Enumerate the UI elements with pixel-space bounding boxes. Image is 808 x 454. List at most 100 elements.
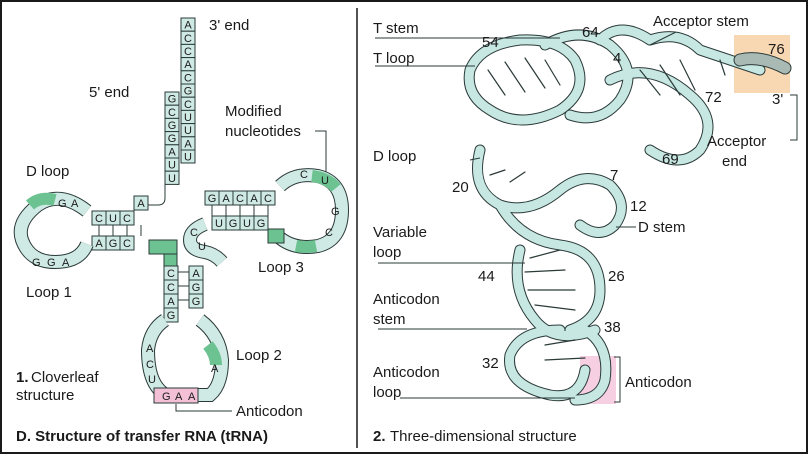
acceptor-nt: A [184,59,192,71]
variable-nt: U [198,241,206,253]
pos-20: 20 [452,179,469,196]
acceptor-nt: U [184,152,192,164]
d-loop-nt: G [47,257,56,269]
acceptor-stem-label: Acceptor stem [653,13,749,30]
label-pointers [375,32,797,402]
anticodon-loop-ring [148,320,222,395]
t-upper-nt: A [222,193,230,205]
figure-title: D. Structure of transfer RNA (tRNA) [16,428,268,445]
acceptor-nt: C [184,33,192,45]
t-upper-nt: G [208,193,217,205]
d-loop-label-3d: D loop [373,148,416,165]
modified-label-2: nucleotides [225,123,301,140]
five-prime-nt: A [168,146,176,158]
acceptor-strand: ACCACGCUUAU [181,18,195,164]
variable-loop-label-1: Variable [373,224,427,241]
t-lower-nt: U [243,218,251,230]
d-upper-nt: C [95,213,103,225]
anticodon-pointer [176,404,232,411]
acceptor-end-label-2: end [722,153,747,170]
anticodon-stem-label-1: Anticodon [373,291,440,308]
pos-69: 69 [662,151,679,168]
acceptor-nt: A [184,20,192,32]
caption-line-2: structure [16,387,74,404]
pos-54: 54 [482,34,499,51]
anticodon-label: Anticodon [236,403,303,420]
anticodon-stem-pairs [178,272,189,300]
t-lower-nt: U [215,218,223,230]
d-stem-label: D stem [638,219,686,236]
ac-left-nt: C [167,268,175,280]
d-loop-nt: G [32,257,41,269]
d-lower-nt: G [109,238,118,250]
five-prime-nt: U [168,173,176,185]
junction-modified [149,240,177,254]
modified-label-1: Modified [225,103,282,120]
pos-3prime: 3' [772,91,783,108]
d-loop-label: D loop [26,163,69,180]
t-upper-nt: C [264,193,272,205]
t-lower-nt: G [257,218,266,230]
pos-26: 26 [608,268,625,285]
ac-right-nt: A [192,268,200,280]
t-loop-nt: C [325,227,333,239]
anticodon-loop-label-2: loop [373,384,401,401]
ac-left-nt: G [167,310,176,322]
d-loop-nt: G [58,198,67,210]
acceptor-nt: A [184,138,192,150]
anticodon-stem-right: AGG [189,266,203,308]
loop1-label: Loop 1 [26,284,72,301]
d-lower-nt: C [123,238,131,250]
five-prime-nt: U [168,160,176,172]
ac-right-nt: G [192,296,201,308]
ac-left-nt: C [167,282,175,294]
anticodon-nt: A [188,391,196,403]
pos-76: 76 [768,41,785,58]
connector-nt: A [137,198,145,210]
anticodon-label-3d: Anticodon [625,374,692,391]
anticodon-nt: G [162,391,171,403]
ac-loop-nt: A [211,363,219,375]
t-loop-nt: G [331,206,340,218]
caption-line-1: Cloverleaf [31,369,99,386]
pos-72: 72 [705,89,722,106]
pos-38: 38 [604,319,621,336]
t-upper-nt: C [236,193,244,205]
d-loop-nt: A [71,198,79,210]
d-upper-nt: C [123,213,131,225]
t-stem-label: T stem [373,20,419,37]
acceptor-nt: U [184,125,192,137]
acceptor-nt: G [184,86,193,98]
loop3-label: Loop 3 [258,259,304,276]
t-stem-pairs [212,205,268,216]
t-upper-nt: A [250,193,258,205]
loop2-label: Loop 2 [236,347,282,364]
d-upper-nt: U [109,213,117,225]
t-loop-nt: C [300,169,308,181]
tertiary-structure-panel: T stem T loop D loop Variable loop Antic… [373,13,797,445]
acceptor-nt: U [184,112,192,124]
pos-44: 44 [478,268,495,285]
ac-loop-nt: A [146,343,154,355]
variable-nt: C [190,227,198,239]
acceptor-nt: C [184,99,192,111]
pos-4: 4 [613,50,621,67]
right-caption-number: 2. [373,428,386,445]
d-loop-nt: A [62,257,70,269]
ac-loop-nt: C [146,359,154,371]
modified-pointer [315,131,326,172]
anticodon-nt: A [175,391,183,403]
five-prime-nt: C [168,107,176,119]
three-prime-label: 3' end [209,17,249,34]
acceptor-nt: C [184,72,192,84]
t-loop-label: T loop [373,50,414,67]
variable-loop-label-2: loop [373,244,401,261]
pos-64: 64 [582,24,599,41]
right-caption: Three-dimensional structure [390,428,577,445]
